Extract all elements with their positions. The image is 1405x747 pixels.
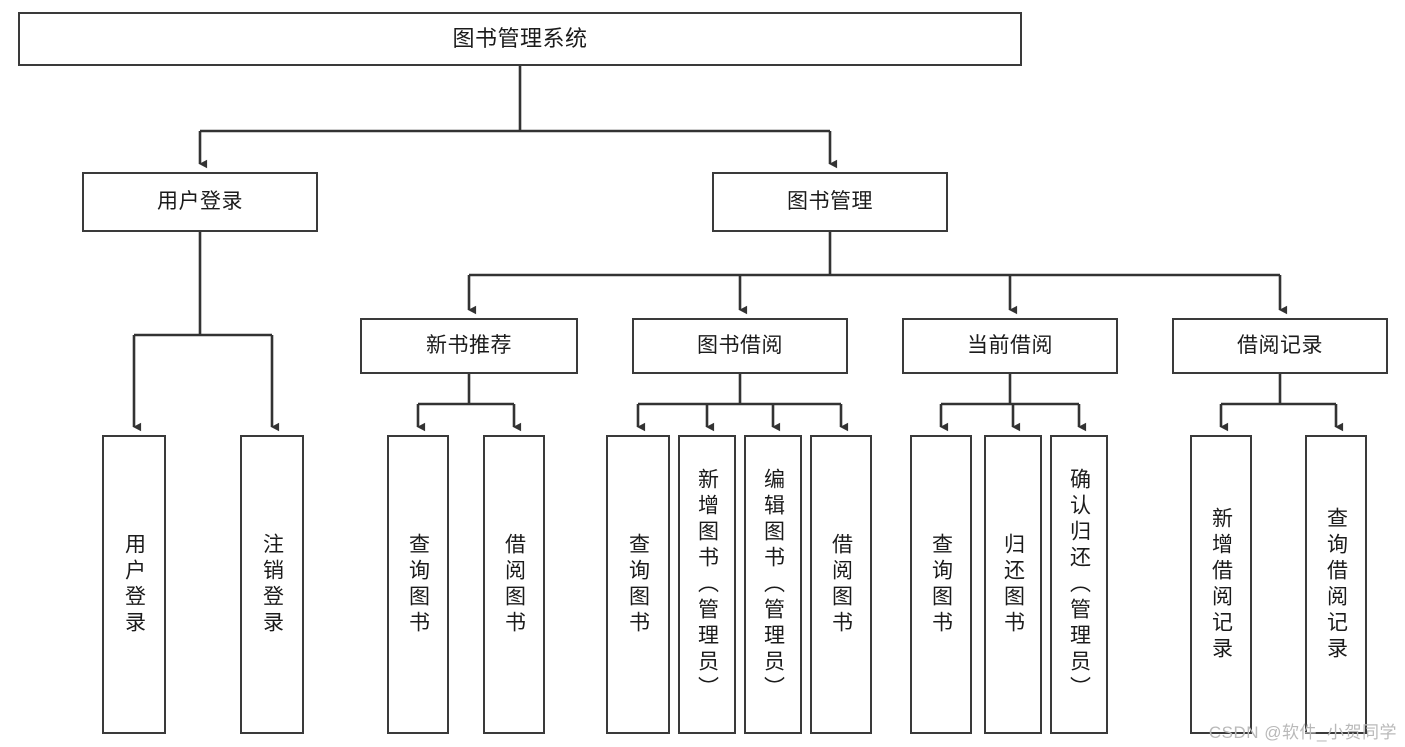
node-leaf-query-book-current[interactable]: 查询图书 (910, 435, 972, 734)
node-leaf-logout[interactable]: 注销登录 (240, 435, 304, 734)
node-leaf-label: 确认归还（管理员） (1067, 467, 1091, 702)
node-leaf-label: 借阅图书 (502, 532, 526, 637)
node-user-login[interactable]: 用户登录 (82, 172, 318, 232)
node-leaf-return-book[interactable]: 归还图书 (984, 435, 1042, 734)
node-borrow-record-label: 借阅记录 (1237, 334, 1323, 358)
node-book-borrow-label: 图书借阅 (697, 334, 783, 358)
node-book-borrow[interactable]: 图书借阅 (632, 318, 848, 374)
node-root[interactable]: 图书管理系统 (18, 12, 1022, 66)
node-root-label: 图书管理系统 (452, 25, 588, 51)
node-leaf-label: 归还图书 (1001, 532, 1025, 637)
borrow-record-connectors (1219, 374, 1344, 432)
node-leaf-add-borrow-record[interactable]: 新增借阅记录 (1190, 435, 1252, 734)
node-new-book-recommend-label: 新书推荐 (426, 334, 512, 358)
watermark-text: CSDN @软件_小贺同学 (1208, 723, 1397, 742)
node-leaf-label: 查询图书 (929, 532, 953, 637)
node-leaf-borrow-book-recommend[interactable]: 借阅图书 (483, 435, 545, 734)
root-connectors (198, 66, 838, 169)
node-leaf-confirm-return-admin[interactable]: 确认归还（管理员） (1050, 435, 1108, 734)
node-leaf-label: 新增图书（管理员） (695, 467, 719, 702)
current-borrow-connectors (939, 374, 1087, 432)
node-book-management[interactable]: 图书管理 (712, 172, 948, 232)
node-leaf-label: 注销登录 (260, 532, 284, 637)
user-login-connectors (132, 232, 280, 432)
node-borrow-record[interactable]: 借阅记录 (1172, 318, 1388, 374)
node-current-borrow-label: 当前借阅 (967, 334, 1053, 358)
node-leaf-label: 查询图书 (626, 532, 650, 637)
node-book-management-label: 图书管理 (787, 190, 873, 214)
node-leaf-query-book-borrow[interactable]: 查询图书 (606, 435, 670, 734)
node-user-login-label: 用户登录 (157, 190, 243, 214)
node-leaf-edit-book-admin[interactable]: 编辑图书（管理员） (744, 435, 802, 734)
node-new-book-recommend[interactable]: 新书推荐 (360, 318, 578, 374)
node-leaf-user-login[interactable]: 用户登录 (102, 435, 166, 734)
node-leaf-query-borrow-record[interactable]: 查询借阅记录 (1305, 435, 1367, 734)
node-leaf-label: 用户登录 (122, 532, 146, 637)
node-leaf-label: 查询借阅记录 (1324, 506, 1348, 663)
book-borrow-connectors (636, 374, 849, 432)
node-leaf-label: 新增借阅记录 (1209, 506, 1233, 663)
node-leaf-add-book-admin[interactable]: 新增图书（管理员） (678, 435, 736, 734)
book-manage-connectors (467, 232, 1288, 315)
node-current-borrow[interactable]: 当前借阅 (902, 318, 1118, 374)
node-leaf-label: 借阅图书 (829, 532, 853, 637)
node-leaf-label: 查询图书 (406, 532, 430, 637)
new-book-recommend-connectors (416, 374, 522, 432)
node-leaf-borrow-book[interactable]: 借阅图书 (810, 435, 872, 734)
node-leaf-label: 编辑图书（管理员） (761, 467, 785, 702)
node-leaf-query-book-recommend[interactable]: 查询图书 (387, 435, 449, 734)
